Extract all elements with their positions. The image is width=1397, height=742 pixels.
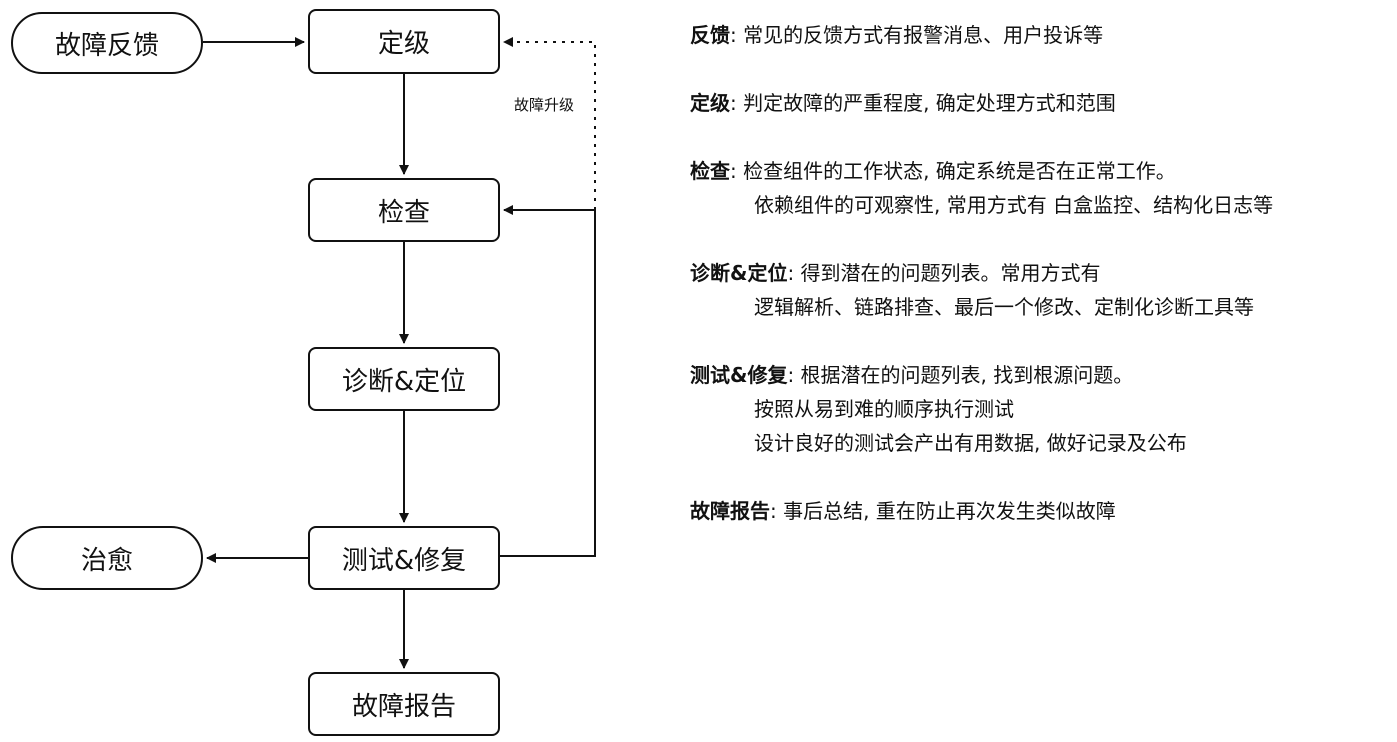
note-report-text: : 事后总结, 重在防止再次发生类似故障 xyxy=(770,499,1116,523)
note-test-fix-line3: 设计良好的测试会产出有用数据, 做好记录及公布 xyxy=(754,431,1187,455)
note-report: 故障报告: 事后总结, 重在防止再次发生类似故障 xyxy=(690,494,1395,528)
node-diagnose-locate: 诊断&定位 xyxy=(308,347,500,411)
note-test-fix-head: 测试&修复 xyxy=(690,363,788,387)
note-grading-text: : 判定故障的严重程度, 确定处理方式和范围 xyxy=(730,91,1116,115)
note-check: 检查: 检查组件的工作状态, 确定系统是否在正常工作。 依赖组件的可观察性, 常… xyxy=(690,154,1395,222)
node-grading: 定级 xyxy=(308,9,500,74)
note-diagnose: 诊断&定位: 得到潜在的问题列表。常用方式有 逻辑解析、链路排查、最后一个修改、… xyxy=(690,256,1395,324)
note-report-head: 故障报告 xyxy=(690,499,770,523)
note-check-text: : 检查组件的工作状态, 确定系统是否在正常工作。 xyxy=(730,159,1176,183)
node-fault-feedback: 故障反馈 xyxy=(11,12,203,74)
note-diagnose-text: : 得到潜在的问题列表。常用方式有 xyxy=(787,261,1101,285)
edge-escalation-dotted xyxy=(503,37,596,210)
edge-test-loop-to-check xyxy=(500,205,596,557)
note-feedback-text: : 常见的反馈方式有报警消息、用户投诉等 xyxy=(730,23,1104,47)
note-grading: 定级: 判定故障的严重程度, 确定处理方式和范围 xyxy=(690,86,1395,120)
note-feedback: 反馈: 常见的反馈方式有报警消息、用户投诉等 xyxy=(690,18,1395,52)
note-check-head: 检查 xyxy=(690,159,730,183)
node-test-fix: 测试&修复 xyxy=(308,526,500,590)
note-diagnose-line2: 逻辑解析、链路排查、最后一个修改、定制化诊断工具等 xyxy=(754,295,1254,319)
note-test-fix: 测试&修复: 根据潜在的问题列表, 找到根源问题。 按照从易到难的顺序执行测试 … xyxy=(690,358,1395,460)
notes-panel: 反馈: 常见的反馈方式有报警消息、用户投诉等 定级: 判定故障的严重程度, 确定… xyxy=(690,18,1395,562)
note-test-fix-text: : 根据潜在的问题列表, 找到根源问题。 xyxy=(787,363,1134,387)
note-grading-head: 定级 xyxy=(690,91,730,115)
note-feedback-head: 反馈 xyxy=(690,23,730,47)
node-cured: 治愈 xyxy=(11,526,203,590)
note-diagnose-head: 诊断&定位 xyxy=(690,261,788,285)
note-test-fix-line2: 按照从易到难的顺序执行测试 xyxy=(754,397,1014,421)
note-check-line2: 依赖组件的可观察性, 常用方式有 白盒监控、结构化日志等 xyxy=(754,193,1274,217)
node-fault-report: 故障报告 xyxy=(308,672,500,736)
escalation-label: 故障升级 xyxy=(514,96,575,114)
node-check: 检查 xyxy=(308,178,500,242)
